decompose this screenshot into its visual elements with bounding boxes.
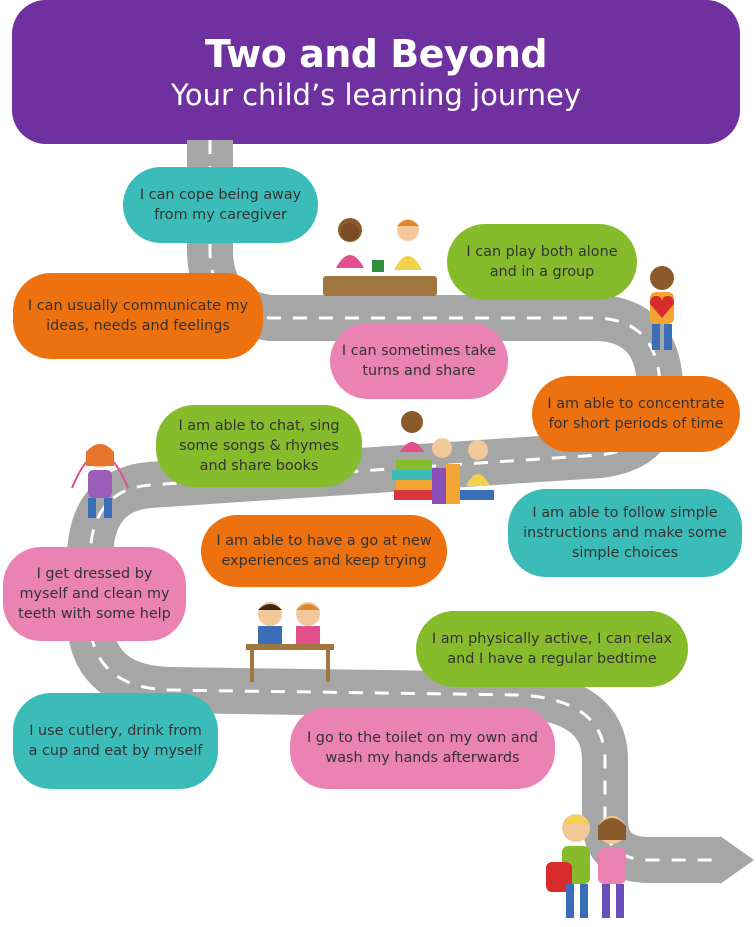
milestone-bubble: I am able to have a go at new experience… bbox=[201, 515, 447, 587]
milestone-bubble: I am able to follow simple instructions … bbox=[508, 489, 742, 577]
header-banner: Two and Beyond Your child’s learning jou… bbox=[12, 0, 740, 144]
milestone-bubble: I can cope being away from my caregiver bbox=[123, 167, 318, 243]
milestone-bubble: I am able to concentrate for short perio… bbox=[532, 376, 740, 452]
children-with-backpack-icon bbox=[546, 814, 626, 918]
children-reading-books-icon bbox=[392, 411, 494, 504]
milestone-bubble: I am physically active, I can relax and … bbox=[416, 611, 688, 687]
milestone-bubble: I can usually communicate my ideas, need… bbox=[13, 273, 263, 359]
girl-skipping-rope-icon bbox=[71, 444, 129, 518]
child-holding-heart-icon bbox=[650, 266, 674, 350]
children-eating-at-table-icon bbox=[246, 602, 334, 682]
milestone-bubble: I get dressed by myself and clean my tee… bbox=[3, 547, 186, 641]
page-title: Two and Beyond bbox=[204, 32, 548, 76]
children-in-sandpit-icon bbox=[323, 218, 437, 296]
milestone-bubble: I am able to chat, sing some songs & rhy… bbox=[156, 405, 362, 487]
milestone-bubble: I go to the toilet on my own and wash my… bbox=[290, 707, 555, 789]
milestone-bubble: I use cutlery, drink from a cup and eat … bbox=[13, 693, 218, 789]
milestone-bubble: I can play both alone and in a group bbox=[447, 224, 637, 300]
page-subtitle: Your child’s learning journey bbox=[170, 78, 582, 112]
milestone-bubble: I can sometimes take turns and share bbox=[330, 323, 508, 399]
